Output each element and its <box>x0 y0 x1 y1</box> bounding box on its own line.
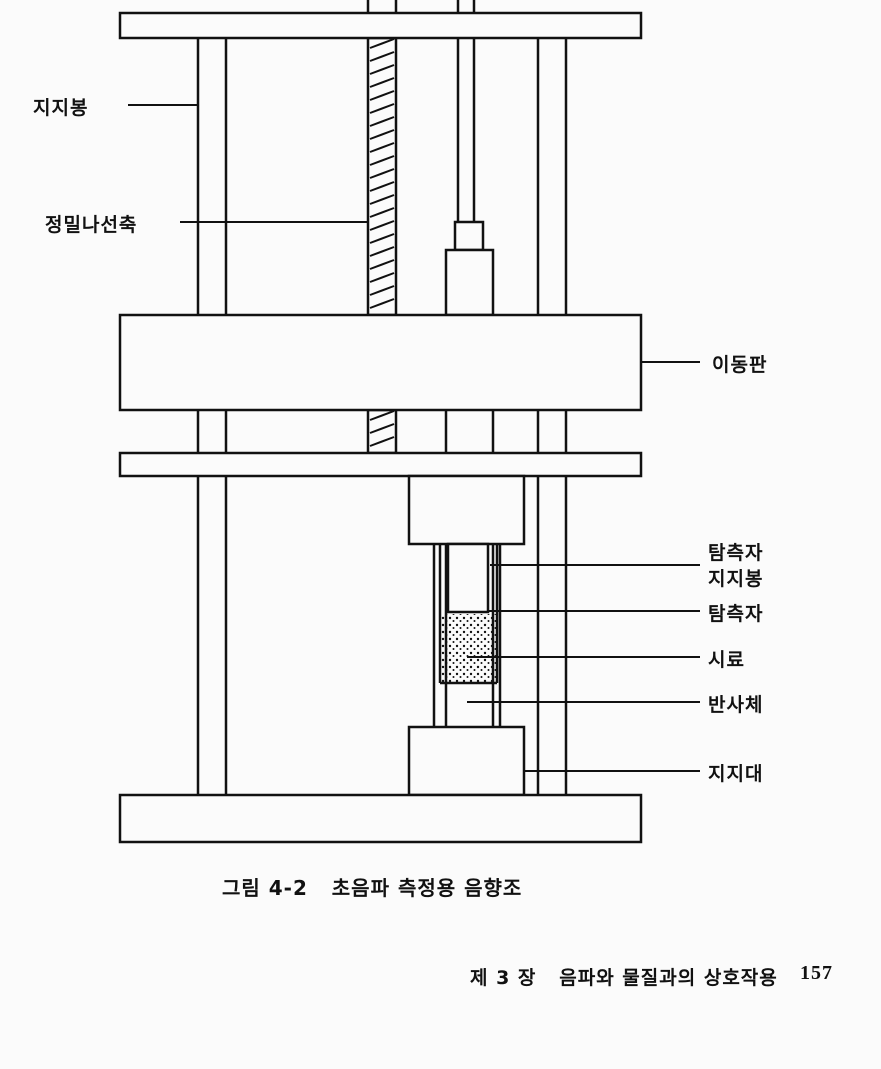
leader-lines <box>128 104 700 772</box>
thread-line <box>369 436 395 447</box>
thread-line <box>369 298 395 309</box>
thread-line <box>369 272 395 283</box>
thread-line <box>369 51 395 62</box>
thread-line <box>369 233 395 244</box>
label-base-support: 지지대 <box>708 763 764 785</box>
lower-plate <box>118 451 643 478</box>
probe <box>446 542 490 614</box>
thread-line <box>369 168 395 179</box>
thread-line <box>369 181 395 192</box>
thread-line <box>369 64 395 75</box>
label-probe: 탐측자 <box>708 603 764 625</box>
thread-line <box>369 103 395 114</box>
thread-line <box>369 38 395 49</box>
sample <box>441 614 496 682</box>
screw-threads <box>369 38 395 447</box>
figure-caption: 그림 4-2 초음파 측정용 음향조 <box>222 876 523 900</box>
base-plate <box>118 793 643 844</box>
label-precision-screw: 정밀나선축 <box>45 214 138 236</box>
moving-plate <box>118 313 643 412</box>
thread-line <box>369 259 395 270</box>
label-probe-support-1: 탐측자 <box>708 542 764 564</box>
thread-line <box>369 77 395 88</box>
thread-line <box>369 142 395 153</box>
thread-line <box>369 90 395 101</box>
thread-line <box>369 423 395 434</box>
thread-line <box>369 155 395 166</box>
base-support-block <box>407 725 526 797</box>
thread-line <box>369 220 395 231</box>
thread-line <box>369 194 395 205</box>
thread-line <box>369 129 395 140</box>
support-rods <box>196 38 568 795</box>
thread-line <box>369 207 395 218</box>
label-moving-plate: 이동판 <box>712 354 768 376</box>
thread-line <box>369 285 395 296</box>
thread-line <box>369 246 395 257</box>
footer-chapter: 제 3 장 음파와 물질과의 상호작용 <box>470 967 778 989</box>
page-number: 157 <box>800 962 833 984</box>
probe-holder-block <box>407 474 526 546</box>
label-probe-support-2: 지지봉 <box>708 568 764 590</box>
thread-line <box>369 116 395 127</box>
thread-line <box>369 410 395 421</box>
label-reflector: 반사체 <box>708 694 764 716</box>
sample-tube <box>432 544 502 727</box>
label-support-rod: 지지봉 <box>33 97 89 119</box>
top-plate <box>118 11 643 40</box>
label-sample: 시료 <box>708 649 745 671</box>
